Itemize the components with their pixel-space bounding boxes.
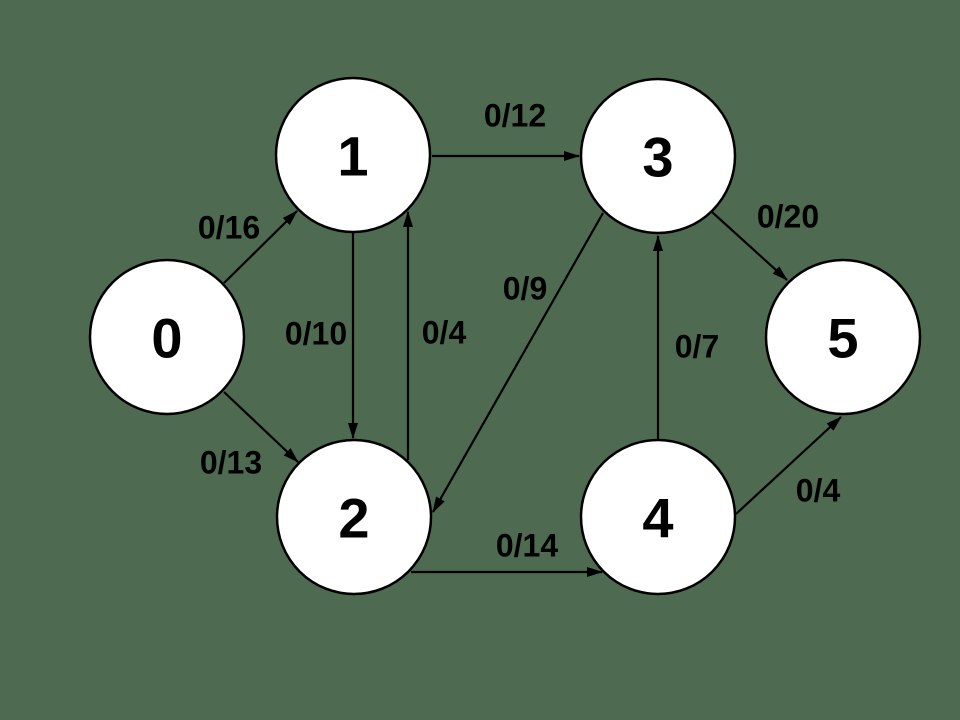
edge-0-1: [223, 210, 298, 284]
node-label-4: 4: [642, 486, 673, 549]
node-1: [274, 76, 432, 234]
edge-label-2-4: 0/14: [496, 528, 558, 564]
node-5: [764, 258, 922, 416]
node-3: [579, 77, 737, 235]
edge-label-0-2: 0/13: [200, 445, 262, 481]
edge-label-0-1: 0/16: [198, 210, 260, 246]
node-2: [275, 438, 433, 596]
edge-label-1-2: 0/10: [285, 316, 347, 352]
edge-label-4-5: 0/4: [796, 473, 841, 509]
edge-label-2-1: 0/4: [422, 315, 467, 351]
node-0: [88, 258, 246, 416]
node-label-0: 0: [151, 306, 182, 369]
node-label-3: 3: [642, 125, 673, 188]
edge-3-5: [711, 211, 788, 281]
edge-0-2: [223, 391, 299, 463]
edge-4-5: [735, 416, 842, 515]
node-label-5: 5: [827, 306, 858, 369]
edge-label-4-3: 0/7: [675, 329, 719, 365]
edge-3-2: [432, 212, 604, 513]
edge-label-3-2: 0/9: [503, 271, 547, 307]
node-4: [579, 438, 737, 596]
node-label-1: 1: [337, 124, 368, 187]
edge-label-3-5: 0/20: [757, 199, 819, 235]
node-label-2: 2: [338, 486, 369, 549]
edge-label-1-3: 0/12: [484, 98, 546, 134]
